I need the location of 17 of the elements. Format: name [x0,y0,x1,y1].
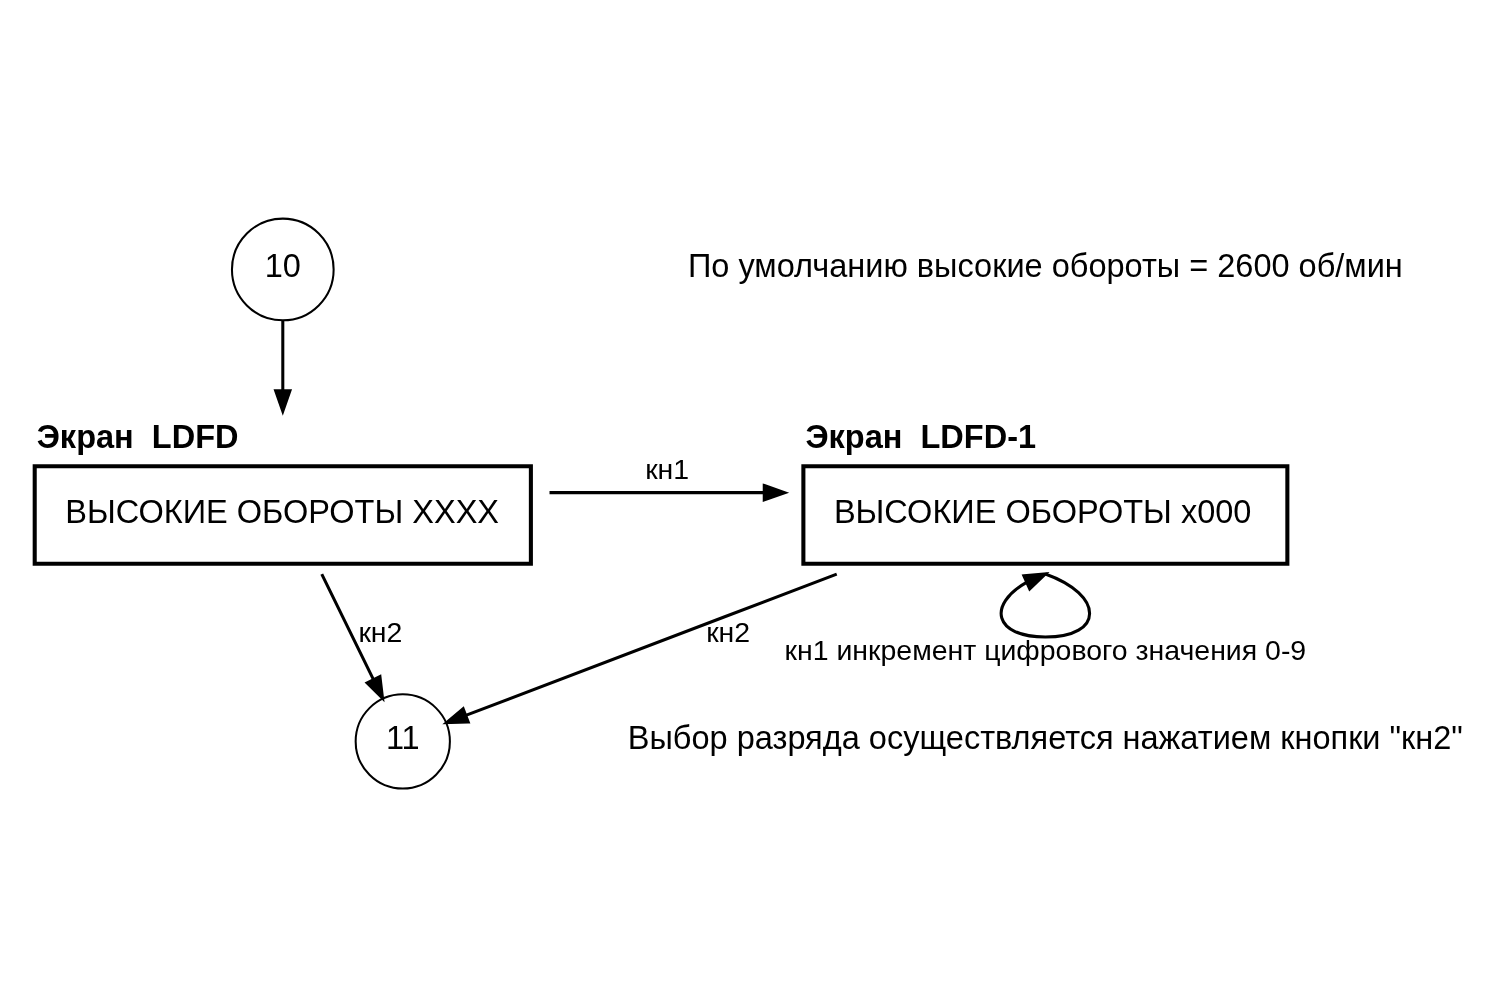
edge-label: кн1 [645,452,690,485]
arrow [442,572,838,724]
node-box: ВЫСОКИЕ ОБОРОТЫ XXXX [32,463,533,566]
arrow [549,482,790,502]
node-label: Экран LDFD-1 [805,418,1037,454]
arrow [320,572,385,702]
label: По умолчанию высокие обороты = 2600 об/мин [687,247,1403,284]
node-label: Экран LDFD [36,418,239,454]
arrow [999,571,1092,639]
label: Выбор разряда осуществляется нажатием кнопки "кн2" [627,719,1463,756]
node-circle: 11 [354,692,451,790]
node-circle: 10 [230,217,335,321]
arrow [273,319,293,416]
edge-label: кн1 инкремент цифрового значения 0-9 [784,633,1307,666]
edge-label: кн2 [358,615,403,647]
edge-label: кн2 [706,615,751,647]
node-box: ВЫСОКИЕ ОБОРОТЫ x000 [801,463,1290,566]
